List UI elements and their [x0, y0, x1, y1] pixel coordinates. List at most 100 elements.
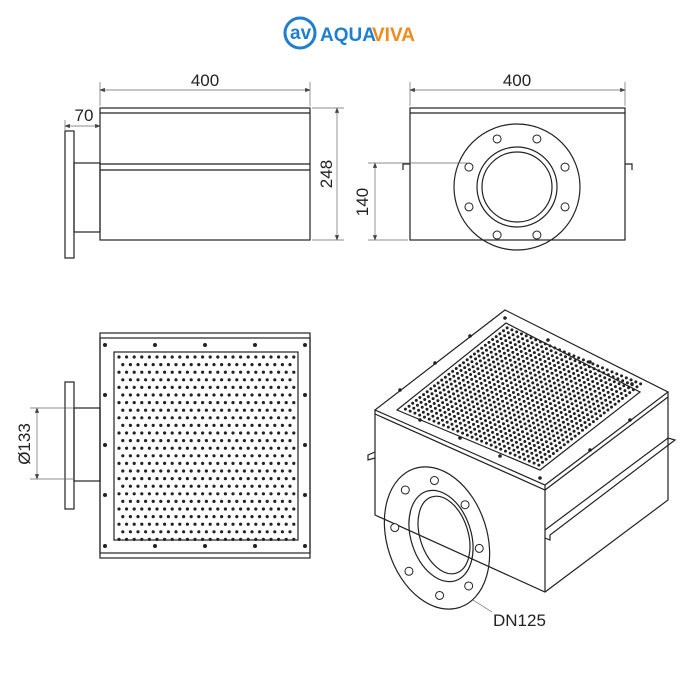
- grate-hole: [147, 492, 151, 496]
- grate-hole: [590, 375, 594, 379]
- grate-hole: [616, 394, 620, 398]
- grate-hole: [284, 492, 288, 496]
- grate-hole: [610, 405, 614, 409]
- grate-hole: [254, 507, 258, 511]
- grate-hole: [550, 354, 554, 358]
- grate-hole: [455, 389, 459, 393]
- grate-hole: [277, 355, 281, 359]
- grate-hole: [598, 374, 602, 378]
- grate-hole: [235, 499, 239, 503]
- grate-hole: [525, 392, 529, 396]
- grate-hole: [495, 432, 499, 436]
- grate-hole: [509, 363, 513, 367]
- grate-hole: [144, 469, 148, 473]
- grate-hole: [170, 522, 174, 526]
- grate-hole: [128, 530, 132, 534]
- grate-hole: [277, 385, 281, 389]
- dim-flange-offset: 70: [75, 106, 94, 125]
- grate-hole: [117, 492, 121, 496]
- grate-hole: [258, 378, 262, 382]
- grate-hole: [532, 461, 536, 465]
- grate-hole: [587, 418, 591, 422]
- grate-hole: [526, 379, 530, 383]
- grate-hole: [517, 357, 521, 361]
- grate-hole: [507, 446, 511, 450]
- grate-hole: [487, 358, 491, 362]
- grate-hole: [212, 454, 216, 458]
- grate-hole: [155, 416, 159, 420]
- grate-hole: [536, 383, 540, 387]
- grate-hole: [468, 425, 472, 429]
- grate-hole: [136, 484, 140, 488]
- grate-hole: [517, 433, 521, 437]
- grate-hole: [573, 376, 577, 380]
- grate-hole: [277, 477, 281, 481]
- grate-hole: [491, 395, 495, 399]
- grate-hole: [239, 401, 243, 405]
- grate-hole: [159, 439, 163, 443]
- grate-hole: [623, 389, 627, 393]
- grate-hole: [204, 530, 208, 534]
- grate-hole: [125, 370, 129, 374]
- grate-hole: [477, 429, 481, 433]
- grate-hole: [220, 423, 224, 427]
- grate-hole: [121, 439, 125, 443]
- grate-hole: [454, 367, 458, 370]
- grate-hole: [220, 484, 224, 488]
- grate-hole: [254, 522, 258, 526]
- grate-hole: [292, 522, 296, 526]
- grate-hole: [288, 378, 292, 382]
- grate-hole: [125, 507, 129, 511]
- grate-hole: [549, 424, 553, 428]
- grate-hole: [464, 388, 468, 392]
- grate-hole: [559, 393, 563, 397]
- grate-hole: [292, 477, 296, 481]
- grate-hole: [136, 423, 140, 427]
- grate-hole: [408, 409, 412, 413]
- grate-hole: [582, 380, 586, 384]
- grate-hole: [580, 406, 584, 410]
- grate-hole: [201, 446, 205, 450]
- grate-hole: [517, 450, 521, 454]
- grate-hole: [500, 377, 504, 381]
- grate-hole: [284, 522, 288, 526]
- grate-hole: [441, 401, 445, 405]
- grate-hole: [493, 347, 497, 351]
- grate-hole: [472, 387, 476, 391]
- grate-hole: [514, 365, 518, 369]
- grate-hole: [536, 441, 540, 445]
- grate-hole: [570, 419, 574, 423]
- grate-hole: [581, 393, 585, 397]
- grate-hole: [151, 423, 155, 427]
- grate-hole: [235, 423, 239, 427]
- grate-hole: [280, 469, 284, 473]
- grate-hole: [166, 363, 170, 367]
- grate-hole: [533, 408, 537, 412]
- grate-hole: [151, 439, 155, 443]
- grate-hole: [573, 434, 577, 438]
- grate-hole: [201, 355, 205, 359]
- grate-hole: [515, 388, 519, 392]
- grate-hole: [288, 499, 292, 503]
- grate-hole: [541, 390, 545, 394]
- grate-hole: [601, 388, 605, 392]
- grate-hole: [223, 416, 227, 420]
- grate-hole: [121, 530, 125, 534]
- grate-hole: [458, 364, 462, 368]
- grate-hole: [544, 382, 548, 386]
- bolt-hole: [492, 134, 502, 144]
- grate-hole: [510, 438, 514, 442]
- grate-hole: [185, 446, 189, 450]
- grate-hole: [578, 361, 582, 365]
- grate-hole: [497, 385, 501, 388]
- grate-hole: [235, 484, 239, 488]
- grate-hole: [549, 366, 553, 370]
- grate-hole: [460, 391, 464, 395]
- grate-hole: [579, 383, 583, 387]
- grate-hole: [250, 499, 254, 503]
- grate-hole: [292, 355, 296, 359]
- grate-hole: [467, 420, 471, 424]
- grate-hole: [201, 537, 205, 542]
- grate-hole: [132, 355, 136, 359]
- grate-hole: [469, 373, 473, 376]
